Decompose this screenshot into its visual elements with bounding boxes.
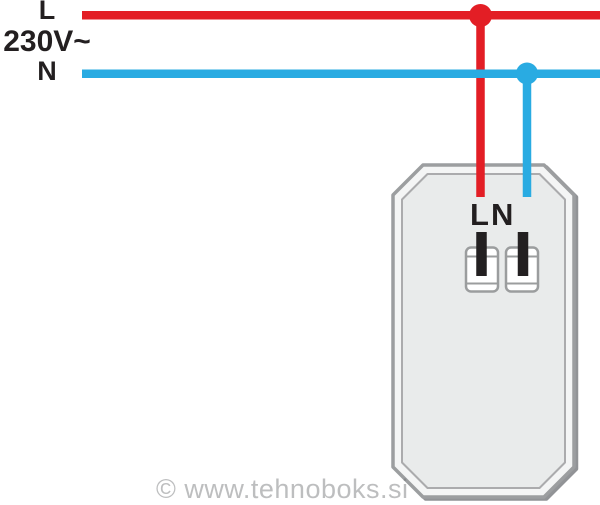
- line-junction-dot: [469, 4, 492, 27]
- watermark: © www.tehnoboks.si: [156, 474, 409, 504]
- terminal-l-pin: [476, 232, 487, 276]
- terminal-n-label: N: [490, 197, 514, 232]
- supply-neutral-wire: [82, 69, 600, 78]
- supply-line-drop-wire: [476, 13, 485, 197]
- supply-neutral-label: N: [37, 56, 57, 86]
- supply-line-label: L: [38, 0, 56, 25]
- neutral-junction-dot: [516, 62, 538, 85]
- supply-neutral-drop-wire: [522, 71, 532, 197]
- device-terminal-labels: L N: [470, 199, 513, 230]
- supply-voltage-label: 230V~: [3, 25, 91, 58]
- supply-line-wire: [82, 11, 600, 20]
- terminal-n-pin: [517, 232, 529, 276]
- terminal-l-label: L: [470, 197, 489, 232]
